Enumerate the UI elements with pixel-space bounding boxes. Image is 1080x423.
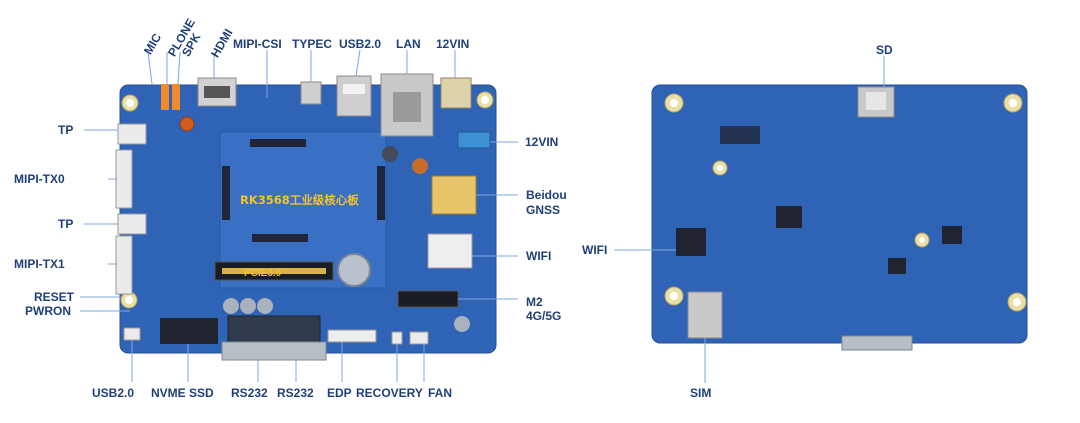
- edp-label: EDP: [327, 386, 352, 400]
- tp-label-2: TP: [58, 217, 74, 231]
- beidou-label: Beidou: [526, 188, 567, 202]
- sim-label: SIM: [690, 386, 712, 400]
- mipi-csi-label: MIPI-CSI: [233, 37, 282, 51]
- core-module-text: RK3568工业级核心板: [240, 193, 359, 207]
- rs232-label-b: RS232: [277, 386, 314, 400]
- front-board: RK3568工业级核心板 PCIE3.0: [115, 73, 497, 361]
- pwron-label: PWRON: [25, 304, 71, 318]
- vin-right-label: 12VIN: [525, 135, 559, 149]
- usb20-bottom-label: USB2.0: [92, 386, 135, 400]
- wifi-back-label: WIFI: [582, 243, 608, 257]
- usb20-top-label: USB2.0: [339, 37, 382, 51]
- leader-lines: [80, 49, 885, 383]
- mipi-tx1-label: MIPI-TX1: [14, 257, 65, 271]
- gnss-label: GNSS: [526, 203, 561, 217]
- tp-label-1: TP: [58, 123, 74, 137]
- typec-label: TYPEC: [292, 37, 333, 51]
- vin-top-label: 12VIN: [436, 37, 470, 51]
- fan-label: FAN: [428, 386, 452, 400]
- mipi-tx0-label: MIPI-TX0: [14, 172, 65, 186]
- back-board: [651, 84, 1028, 351]
- sd-label: SD: [876, 43, 893, 57]
- pcie-slot-text: PCIE3.0: [244, 268, 282, 279]
- rs232-label-a: RS232: [231, 386, 268, 400]
- recovery-label: RECOVERY: [356, 386, 423, 400]
- m2-label: M2: [526, 295, 543, 309]
- lan-label: LAN: [396, 37, 421, 51]
- reset-label: RESET: [34, 290, 75, 304]
- wifi-front-label: WIFI: [526, 249, 552, 263]
- m2-sub-label: 4G/5G: [526, 309, 562, 323]
- nvme-ssd-label: NVME SSD: [151, 386, 214, 400]
